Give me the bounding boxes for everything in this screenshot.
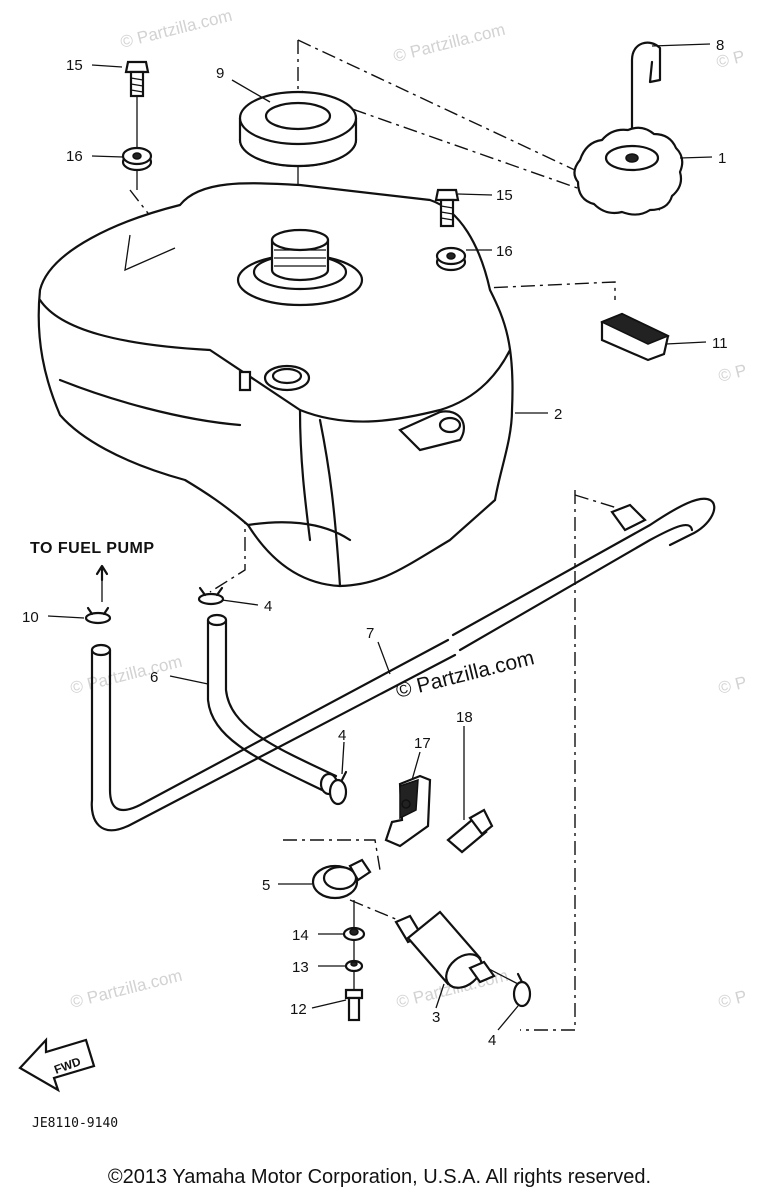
hose-clip-middle — [328, 770, 348, 806]
part-label-15: 15 — [496, 187, 513, 204]
breather-hose — [90, 497, 716, 832]
part-label-17: 17 — [414, 735, 431, 752]
spring-washer — [344, 959, 364, 973]
watermark-edge: © P — [716, 361, 748, 386]
damper-pad — [600, 312, 670, 362]
grommet-top-left — [121, 146, 153, 172]
hose-clip-lower — [512, 972, 532, 1008]
hose-clip-fuel-pump — [84, 606, 112, 625]
leader-lines — [47, 43, 713, 1031]
part-label-10: 10 — [22, 609, 39, 626]
fuel-tank — [37, 182, 514, 588]
bracket-bolt — [446, 808, 494, 854]
part-label-4: 4 — [338, 727, 346, 744]
part-labels: 15 16 9 8 1 15 16 11 2 10 4 6 7 4 17 18 … — [22, 37, 728, 1049]
filter-clamp — [311, 858, 372, 900]
watermark-edge: © P — [716, 987, 748, 1012]
part-label-16: 16 — [496, 243, 513, 260]
part-label-14: 14 — [292, 927, 309, 944]
part-label-7: 7 — [366, 625, 374, 642]
part-label-4: 4 — [264, 598, 272, 615]
part-label-16: 16 — [66, 148, 83, 165]
grommet-right — [435, 246, 467, 272]
part-label-6: 6 — [150, 669, 158, 686]
part-label-1: 1 — [718, 150, 726, 167]
copyright-footer: ©2013 Yamaha Motor Corporation, U.S.A. A… — [107, 1166, 652, 1188]
part-label-4: 4 — [488, 1032, 496, 1049]
collar-washer — [342, 926, 366, 942]
watermark-edge: © P — [716, 673, 748, 698]
part-label-8: 8 — [716, 37, 724, 54]
fuel-filter — [394, 910, 496, 989]
fuel-cap — [573, 126, 684, 216]
part-label-18: 18 — [456, 709, 473, 726]
watermark: © Partzilla.com — [68, 652, 184, 698]
filter-bracket — [384, 774, 432, 848]
fuel-pump-caption: TO FUEL PUMP — [30, 540, 155, 557]
part-label-3: 3 — [432, 1009, 440, 1026]
watermark: © Partzilla.com — [391, 20, 507, 66]
forward-direction-arrow: FWD — [18, 1037, 96, 1093]
fuel-pump-arrow — [95, 564, 109, 582]
part-label-12: 12 — [290, 1001, 307, 1018]
part-label-13: 13 — [292, 959, 309, 976]
part-label-11: 11 — [712, 335, 728, 352]
part-label-9: 9 — [216, 65, 224, 82]
mounting-screw — [344, 988, 364, 1022]
fuel-hose — [206, 613, 339, 796]
part-label-5: 5 — [262, 877, 270, 894]
hose-clip-upper — [197, 586, 225, 606]
filler-grommet — [238, 90, 358, 168]
watermark: © Partzilla.com — [68, 966, 184, 1012]
watermark: © Partzilla.com — [118, 6, 234, 52]
part-label-2: 2 — [554, 406, 562, 423]
drawing-code: JE8110-9140 — [32, 1116, 118, 1131]
cap-strap — [630, 41, 662, 142]
watermark-main: © Partzilla.com — [394, 646, 537, 703]
bolt-top-left — [124, 60, 150, 98]
bolt-right — [434, 188, 460, 228]
part-label-15: 15 — [66, 57, 83, 74]
